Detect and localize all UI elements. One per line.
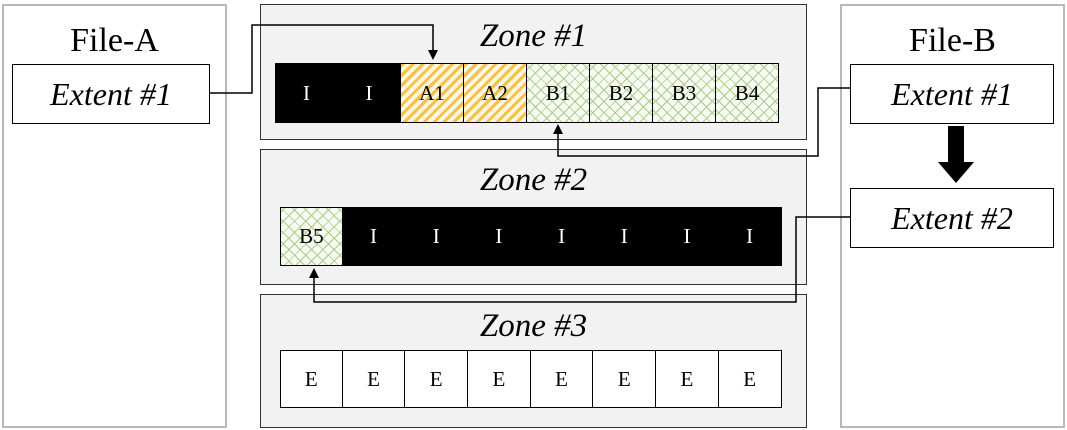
- zone-3-block-4: E: [468, 350, 531, 408]
- zone-1-title: Zone #1: [479, 18, 588, 54]
- zone-2-block-5: I: [530, 207, 594, 266]
- zone-2-block-1: B5: [280, 207, 343, 266]
- zone-1-block-7: B3: [653, 63, 716, 123]
- file-a-title: File-A: [70, 22, 159, 59]
- zone-3-block-7: E: [656, 350, 719, 408]
- zone-1-block-2: I: [338, 63, 401, 123]
- zone-3-block-6: E: [593, 350, 657, 408]
- zone-3-block-3: E: [405, 350, 469, 408]
- zone-1-block-8: B4: [716, 63, 779, 123]
- zone-1-block-1: I: [275, 63, 338, 123]
- zone-2-title: Zone #2: [479, 162, 588, 198]
- zone-3-block-2: E: [342, 350, 406, 408]
- zone-1-block-6: B2: [590, 63, 653, 123]
- zone-2-block-7: I: [656, 207, 719, 266]
- file-a-extent-1: Extent #1: [12, 64, 210, 124]
- zone-1-block-5: B1: [527, 63, 590, 123]
- file-b-extent-2: Extent #2: [850, 188, 1054, 248]
- file-b-extent-1: Extent #1: [850, 64, 1054, 124]
- zone-3-block-8: E: [718, 350, 782, 408]
- zone-2-block-3: I: [405, 207, 469, 266]
- file-b-title: File-B: [909, 22, 996, 59]
- zone-3-block-1: E: [280, 350, 343, 408]
- zone-1-block-4: A2: [464, 63, 527, 123]
- zone-3-block-5: E: [530, 350, 594, 408]
- zone-2-block-2: I: [342, 207, 406, 266]
- zone-2-block-8: I: [718, 207, 782, 266]
- zone-3-title: Zone #3: [479, 308, 588, 344]
- zone-1-block-3: A1: [401, 63, 464, 123]
- zone-2-block-6: I: [593, 207, 657, 266]
- zone-2-block-4: I: [468, 207, 531, 266]
